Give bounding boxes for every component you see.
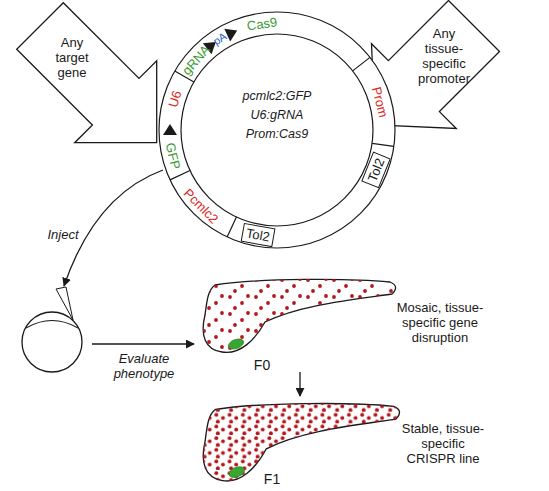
larva-drawing [203, 403, 399, 480]
larva-outline [203, 279, 395, 352]
input-arrow: Any target gene [10, 0, 160, 146]
larva-drawing [203, 279, 395, 352]
plasmid-circle: pcmlc2:GFPU6:gRNAProm:Cas9Cas9PromTol2To… [159, 12, 395, 248]
larva-figure-outline [200, 396, 405, 488]
outcome-note: Mosaic, tissue-specific gene disruption [392, 300, 488, 345]
embryo-cell-layer [26, 321, 78, 329]
step-label: Evaluate phenotype [106, 351, 182, 381]
larva-figure: F0Mosaic, tissue-specific gene disruptio… [200, 276, 400, 372]
generation-label: F1 [260, 472, 284, 487]
evaluate-arrow [92, 343, 194, 344]
node-label: U6:gRNA [197, 108, 357, 123]
connector-arrow [299, 372, 300, 396]
node-label: Any tissue-specific promoter [414, 26, 474, 86]
plasmid-inner-ring [181, 34, 373, 226]
block-arrow-shape [17, 3, 157, 143]
segment-divider [372, 143, 394, 146]
larva-figure-outline [200, 276, 400, 372]
segment-divider [353, 57, 370, 71]
step-label: Inject [36, 227, 90, 242]
gfp-heart [227, 465, 245, 480]
larva-outline [203, 403, 399, 480]
segment-label: Tol2 [245, 226, 271, 245]
embryo [22, 312, 82, 372]
expressing-cells [203, 279, 395, 352]
node-label: Any target gene [49, 35, 95, 80]
outcome-note: Stable, tissue-specific CRISPR line [395, 421, 491, 466]
node-label: pcmlc2:GFP [197, 89, 357, 104]
segment-divider [170, 171, 190, 180]
inject-arrow [64, 170, 163, 286]
recombination-site [163, 124, 177, 135]
segment-divider [227, 217, 236, 237]
plasmid-outer-ring [159, 12, 395, 248]
expressing-cells [203, 403, 399, 480]
node-label: Prom:Cas9 [197, 127, 357, 142]
larva-figure: F1Stable, tissue-specific CRISPR line [200, 396, 405, 488]
generation-label: F0 [250, 358, 274, 373]
gfp-heart [227, 337, 245, 351]
